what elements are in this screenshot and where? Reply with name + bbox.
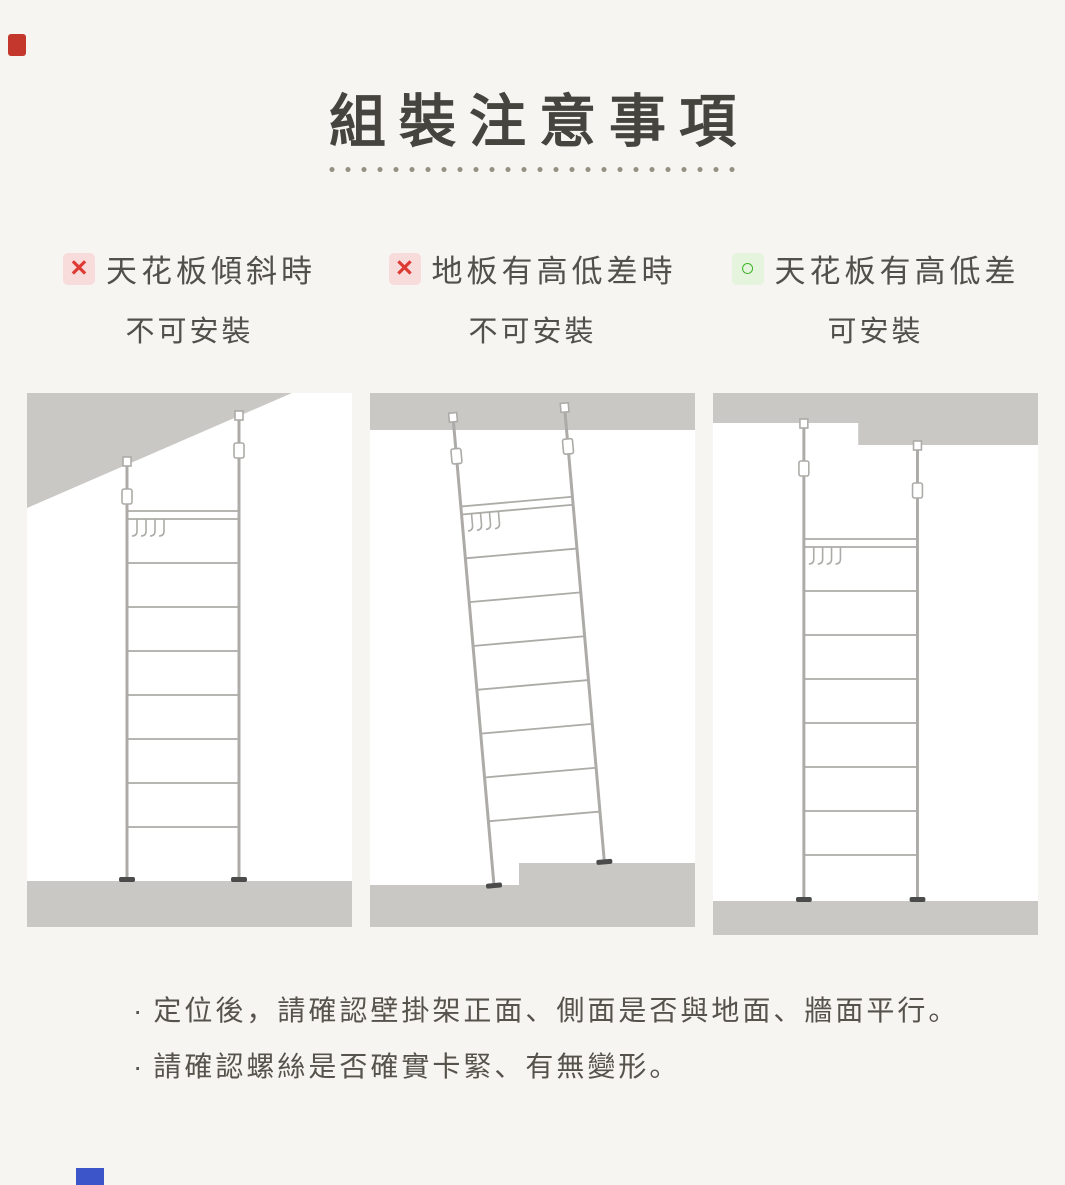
rack-poles: [125, 419, 241, 881]
illustration-panels: [27, 393, 1038, 935]
bullet: ·: [133, 1051, 146, 1082]
pole-cap: [559, 401, 570, 414]
tilted-tension-rack: [447, 401, 613, 889]
footnotes: · 定位後，請確認壁掛架正面、側面是否與地面、牆面平行。 · 請確認螺絲是否確實…: [133, 993, 1029, 1105]
corner-red-mark: [8, 34, 26, 56]
rack-foot: [795, 897, 812, 902]
condition-heading: 天花板有高低差: [774, 254, 1020, 289]
cross-icon: ×: [63, 252, 95, 285]
panel-slanted-ceiling: [27, 393, 352, 927]
slanted-ceiling-illustration: [27, 393, 352, 927]
condition-heading: 天花板傾斜時: [106, 254, 316, 289]
pole-cap: [234, 410, 244, 421]
rack-rungs: [803, 538, 918, 856]
rack-rungs: [127, 510, 239, 828]
rack-poles: [451, 410, 606, 888]
rack-rungs: [460, 495, 601, 823]
footnote-item: · 定位後，請確認壁掛架正面、側面是否與地面、牆面平行。: [133, 993, 1029, 1028]
ceiling-step-shape: [858, 393, 1038, 445]
floor-shape: [713, 901, 1038, 935]
condition-subheading: 不可安裝: [125, 316, 254, 348]
floor-step-illustration: [370, 393, 695, 927]
tension-adjuster: [121, 488, 133, 505]
pole-cap: [799, 418, 809, 429]
slanted-ceiling-shape: [27, 393, 292, 508]
pole-cap: [912, 440, 923, 451]
rack-foot: [119, 877, 135, 882]
ceiling-step-illustration: [713, 393, 1038, 935]
rack-poles: [802, 427, 919, 901]
tension-adjuster: [233, 442, 245, 459]
condition-subheading: 可安裝: [827, 316, 924, 348]
footnote-text: 定位後，請確認壁掛架正面、側面是否與地面、牆面平行。: [153, 995, 960, 1026]
hooks-icon: [808, 547, 842, 565]
footnote-text: 請確認螺絲是否確實卡緊、有無變形。: [153, 1051, 681, 1082]
pole-cap: [122, 456, 132, 467]
floor-shape: [27, 881, 352, 927]
rack-foot: [231, 877, 247, 882]
tension-rack: [798, 418, 924, 901]
panel-ceiling-height-difference: [713, 393, 1038, 935]
ceiling-shape: [370, 393, 695, 430]
condition-headings: × 天花板傾斜時 不可安裝 × 地板有高低差時 不可安裝 ○ 天花板有高低差 可…: [27, 246, 1038, 350]
condition-floor-height-difference: × 地板有高低差時 不可安裝: [370, 246, 695, 350]
pole-cap: [447, 411, 459, 424]
rack-foot: [596, 858, 613, 865]
condition-slanted-ceiling: × 天花板傾斜時 不可安裝: [27, 246, 352, 350]
hooks-icon: [467, 511, 501, 532]
bullet: ·: [133, 995, 146, 1026]
floor-step-shape: [519, 863, 695, 927]
condition-ceiling-height-difference: ○ 天花板有高低差 可安裝: [713, 246, 1038, 350]
cross-icon: ×: [388, 252, 421, 285]
tension-adjuster: [911, 482, 924, 499]
panel-floor-height-difference: [370, 393, 695, 927]
tension-adjuster: [798, 460, 810, 477]
tension-rack: [121, 410, 245, 881]
cropped-next-section: [76, 1168, 104, 1185]
rack-foot: [485, 882, 503, 889]
dotted-divider: [323, 166, 742, 173]
rack-foot: [909, 897, 926, 902]
circle-icon: ○: [731, 252, 764, 285]
footnote-item: · 請確認螺絲是否確實卡緊、有無變形。: [133, 1049, 1029, 1084]
tension-adjuster: [450, 447, 463, 465]
condition-heading: 地板有高低差時: [431, 254, 677, 289]
page-title: 組裝注意事項: [329, 90, 749, 154]
condition-subheading: 不可安裝: [468, 316, 597, 348]
tension-adjuster: [561, 437, 575, 455]
hooks-icon: [131, 519, 165, 537]
